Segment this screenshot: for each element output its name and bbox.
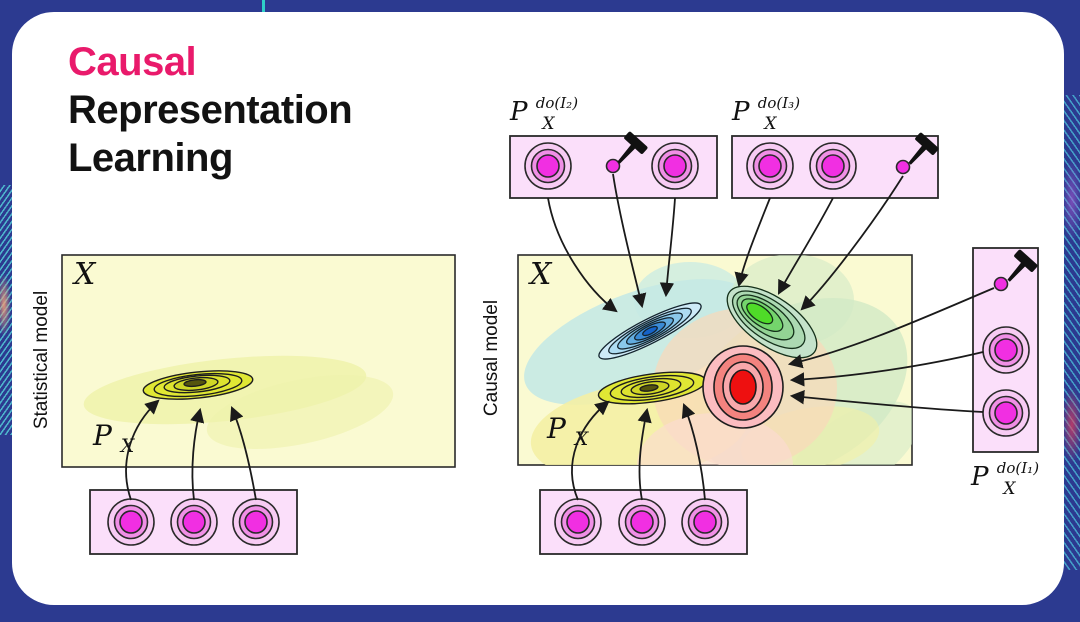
arrow <box>787 287 995 369</box>
observational-contours-causal <box>597 371 707 405</box>
intervention-box-do-i2-nodes <box>524 142 699 190</box>
intervention-label-do-i1: P do(I₁) X <box>970 450 1047 499</box>
observation-node <box>982 326 1030 374</box>
arrow <box>777 197 834 295</box>
hammer-icon <box>908 132 939 165</box>
page-title: Causal Representation Learning <box>68 38 353 182</box>
intervention-label-do-i3: P do(I₃) X <box>731 85 808 134</box>
generative-arrows-statistical <box>125 399 257 501</box>
px-base: P <box>92 419 113 452</box>
intervention-arrows-do-i3 <box>734 175 904 311</box>
arrow <box>571 400 610 501</box>
arrow <box>789 351 984 387</box>
top-border-tick-decoration <box>262 0 265 13</box>
observation-node <box>618 498 666 546</box>
interventional-target-red <box>702 345 784 429</box>
intervention-box-do-i3-nodes <box>746 142 911 190</box>
title-line-causal: Causal <box>68 40 197 84</box>
arrow <box>681 402 706 501</box>
statistical-space-label: X <box>72 257 97 292</box>
observation-node <box>651 142 699 190</box>
p-sup: do(I₂) <box>536 94 578 112</box>
p-base: P <box>509 97 528 127</box>
p-sub: X <box>1001 479 1016 499</box>
intervention-dot <box>605 158 621 174</box>
left-border-circuit-decoration <box>0 185 13 435</box>
latent-factor-nodes-causal <box>554 498 729 546</box>
observation-node <box>746 142 794 190</box>
intervention-dot <box>993 276 1009 292</box>
arrow <box>125 399 160 501</box>
p-base: P <box>731 97 750 127</box>
arrow <box>637 407 652 501</box>
observation-node <box>809 142 857 190</box>
latent-factor-nodes-statistical <box>107 498 280 546</box>
interventional-contours-green <box>726 285 818 359</box>
observation-node <box>170 498 218 546</box>
arrow <box>789 390 984 413</box>
title-line-representation: Representation <box>68 88 353 132</box>
observation-node <box>524 142 572 190</box>
arrow <box>190 407 205 501</box>
title-line-learning: Learning <box>68 136 233 180</box>
p-sub: X <box>762 114 777 134</box>
intervention-arrows-do-i1 <box>787 287 995 413</box>
observation-node <box>554 498 602 546</box>
interventional-contours-blue <box>598 302 702 360</box>
intervention-arrows-do-i2 <box>547 173 676 313</box>
arrow <box>547 197 618 313</box>
observation-node <box>107 498 155 546</box>
arrow <box>659 197 676 298</box>
causal-model-side-label: Causal model <box>481 300 502 416</box>
generative-arrows-causal <box>571 400 706 501</box>
p-sub: X <box>540 114 555 134</box>
px-base: P <box>546 412 567 445</box>
observation-node <box>982 389 1030 437</box>
arrow <box>230 406 257 501</box>
observation-node <box>232 498 280 546</box>
statistical-density-contours <box>142 370 254 400</box>
p-sup: do(I₃) <box>758 94 800 112</box>
right-border-circuit-decoration <box>1064 95 1080 570</box>
intervention-dot <box>895 159 911 175</box>
intervention-box-do-i1-nodes <box>982 276 1030 437</box>
arrow <box>800 175 904 311</box>
p-sup: do(I₁) <box>997 459 1039 477</box>
p-base: P <box>970 462 989 492</box>
arrow <box>612 173 647 309</box>
causal-space-label: X <box>528 257 553 292</box>
arrow <box>734 197 771 288</box>
hammer-icon <box>617 131 648 164</box>
observation-node <box>681 498 729 546</box>
intervention-label-do-i2: P do(I₂) X <box>509 85 586 134</box>
hammer-icon <box>1007 249 1038 282</box>
statistical-model-side-label: Statistical model <box>31 291 52 429</box>
